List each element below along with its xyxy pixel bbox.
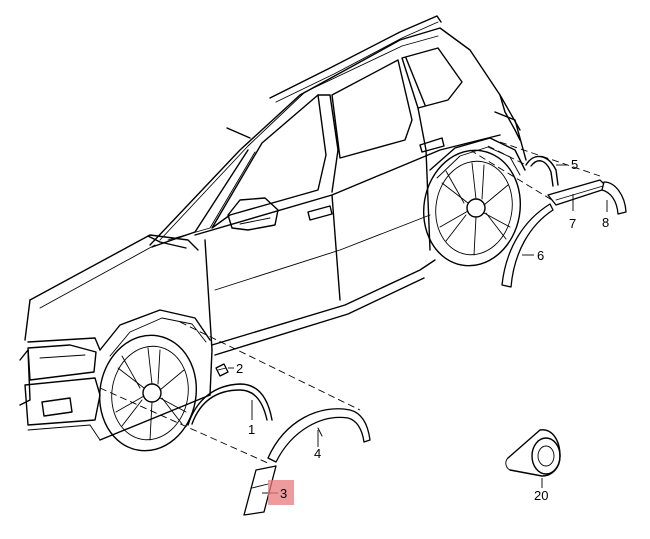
callout-3-highlight [268,480,294,505]
callout-20[interactable]: 20 [534,488,548,503]
part-7-rear-bumper-trim [547,179,609,206]
callout-7[interactable]: 7 [569,216,576,231]
callout-8[interactable]: 8 [602,215,609,230]
part-4-front-arch-trim [267,408,371,463]
part-8-end-cap [601,181,627,215]
part-2-clip [215,363,229,377]
part-1-arch-liner [187,383,273,426]
part-5-arch-bracket [525,155,559,187]
callout-2[interactable]: 2 [236,361,243,376]
vehicle-outline [19,15,527,441]
callout-5[interactable]: 5 [571,157,578,172]
leader-lines [228,164,608,494]
part-6-rear-arch-trim [501,203,554,288]
callout-1[interactable]: 1 [248,422,255,437]
callout-4[interactable]: 4 [314,446,321,461]
callout-3[interactable]: 3 [280,486,287,501]
front-wheel [98,334,198,452]
callout-6[interactable]: 6 [537,248,544,263]
part-20-tape-roll [505,429,561,477]
part-3-bumper-trim [243,465,277,516]
assembly-guide-lines [99,141,601,465]
rear-wheel [422,149,522,267]
